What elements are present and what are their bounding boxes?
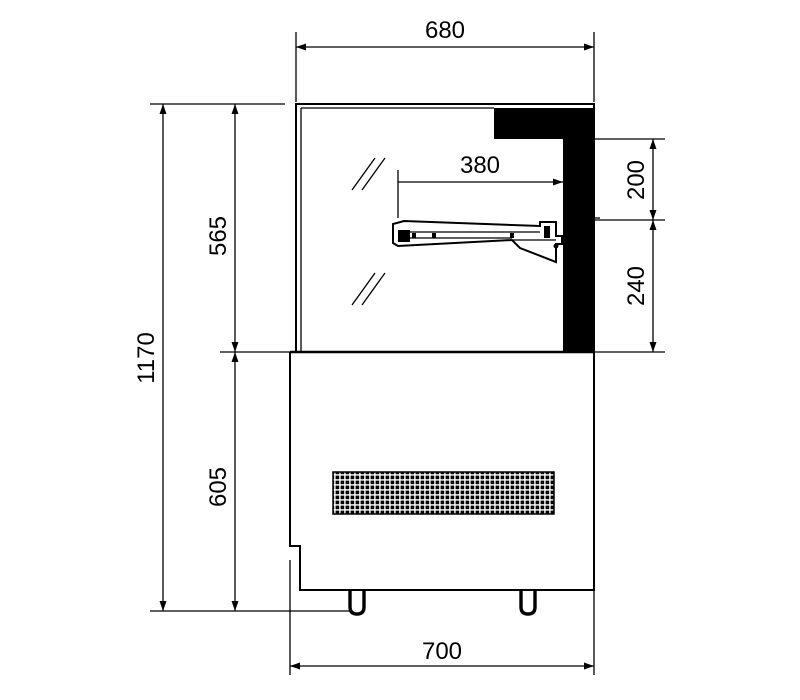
dim-label-bottom-width: 700 bbox=[422, 638, 462, 665]
dim-top-width: 680 bbox=[295, 17, 595, 102]
dim-bottom-width: 700 bbox=[290, 590, 595, 675]
dim-label-right-lower: 240 bbox=[623, 266, 650, 306]
dim-lower-height: 605 bbox=[205, 352, 239, 611]
dim-label-total-height: 1170 bbox=[133, 332, 160, 384]
ventilation-grille bbox=[332, 471, 555, 515]
shelf bbox=[392, 219, 563, 264]
rear-column bbox=[563, 139, 594, 352]
wheel-left bbox=[348, 590, 366, 616]
wheel-right bbox=[519, 590, 537, 616]
dim-right-upper: 200 bbox=[594, 138, 665, 221]
dim-upper-height: 565 bbox=[205, 104, 296, 353]
dim-label-shelf-depth: 380 bbox=[460, 152, 500, 179]
dim-shelf-depth: 380 bbox=[397, 152, 563, 218]
dim-label-top-width: 680 bbox=[425, 17, 465, 44]
cabinet-lower bbox=[289, 350, 595, 675]
glass-hatch-bottom bbox=[351, 272, 386, 306]
dim-label-lower-height: 605 bbox=[205, 467, 232, 507]
dim-total-height: 1170 bbox=[133, 103, 350, 612]
dim-right-lower: 240 bbox=[594, 220, 665, 353]
dim-label-upper-height: 565 bbox=[205, 216, 232, 256]
glass-hatch-top bbox=[351, 157, 386, 191]
display-case-upper bbox=[295, 103, 600, 353]
top-cap-block bbox=[494, 108, 594, 139]
dim-label-right-upper: 200 bbox=[623, 160, 650, 200]
